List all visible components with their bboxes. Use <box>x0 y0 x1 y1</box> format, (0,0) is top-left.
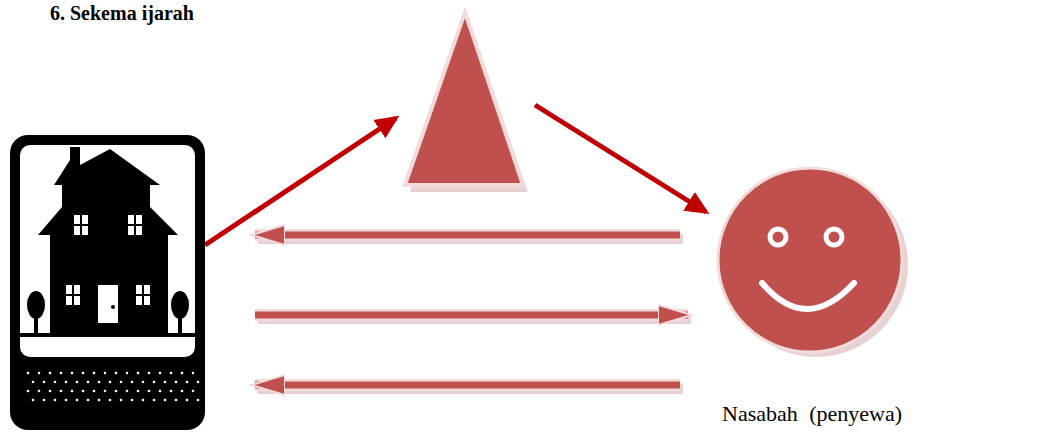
arrow-line <box>255 232 680 239</box>
flow-arrow <box>535 105 706 212</box>
arrow-rim <box>255 309 688 321</box>
house-icon <box>10 135 205 430</box>
hollow-arrow <box>255 315 691 319</box>
hollow-arrow <box>255 385 683 389</box>
triangle-shape <box>398 8 533 193</box>
flow-arrow <box>205 118 396 245</box>
customer-circle-outline <box>710 165 1030 430</box>
arrow-line <box>255 382 680 389</box>
arrow-line <box>535 105 706 212</box>
house-icon-outline <box>10 135 205 430</box>
arrow-line <box>255 312 688 319</box>
node-label: Nasabah (penyewa) <box>722 401 902 427</box>
arrow-rim <box>255 229 680 241</box>
diagram-title: 6. Sekema ijarah <box>50 2 194 25</box>
hollow-arrow <box>255 235 683 239</box>
arrow-line <box>205 118 396 245</box>
triangle-shape-outline <box>398 8 533 193</box>
customer-circle: Nasabah (penyewa) <box>710 165 1030 430</box>
arrow-rim <box>255 379 680 391</box>
